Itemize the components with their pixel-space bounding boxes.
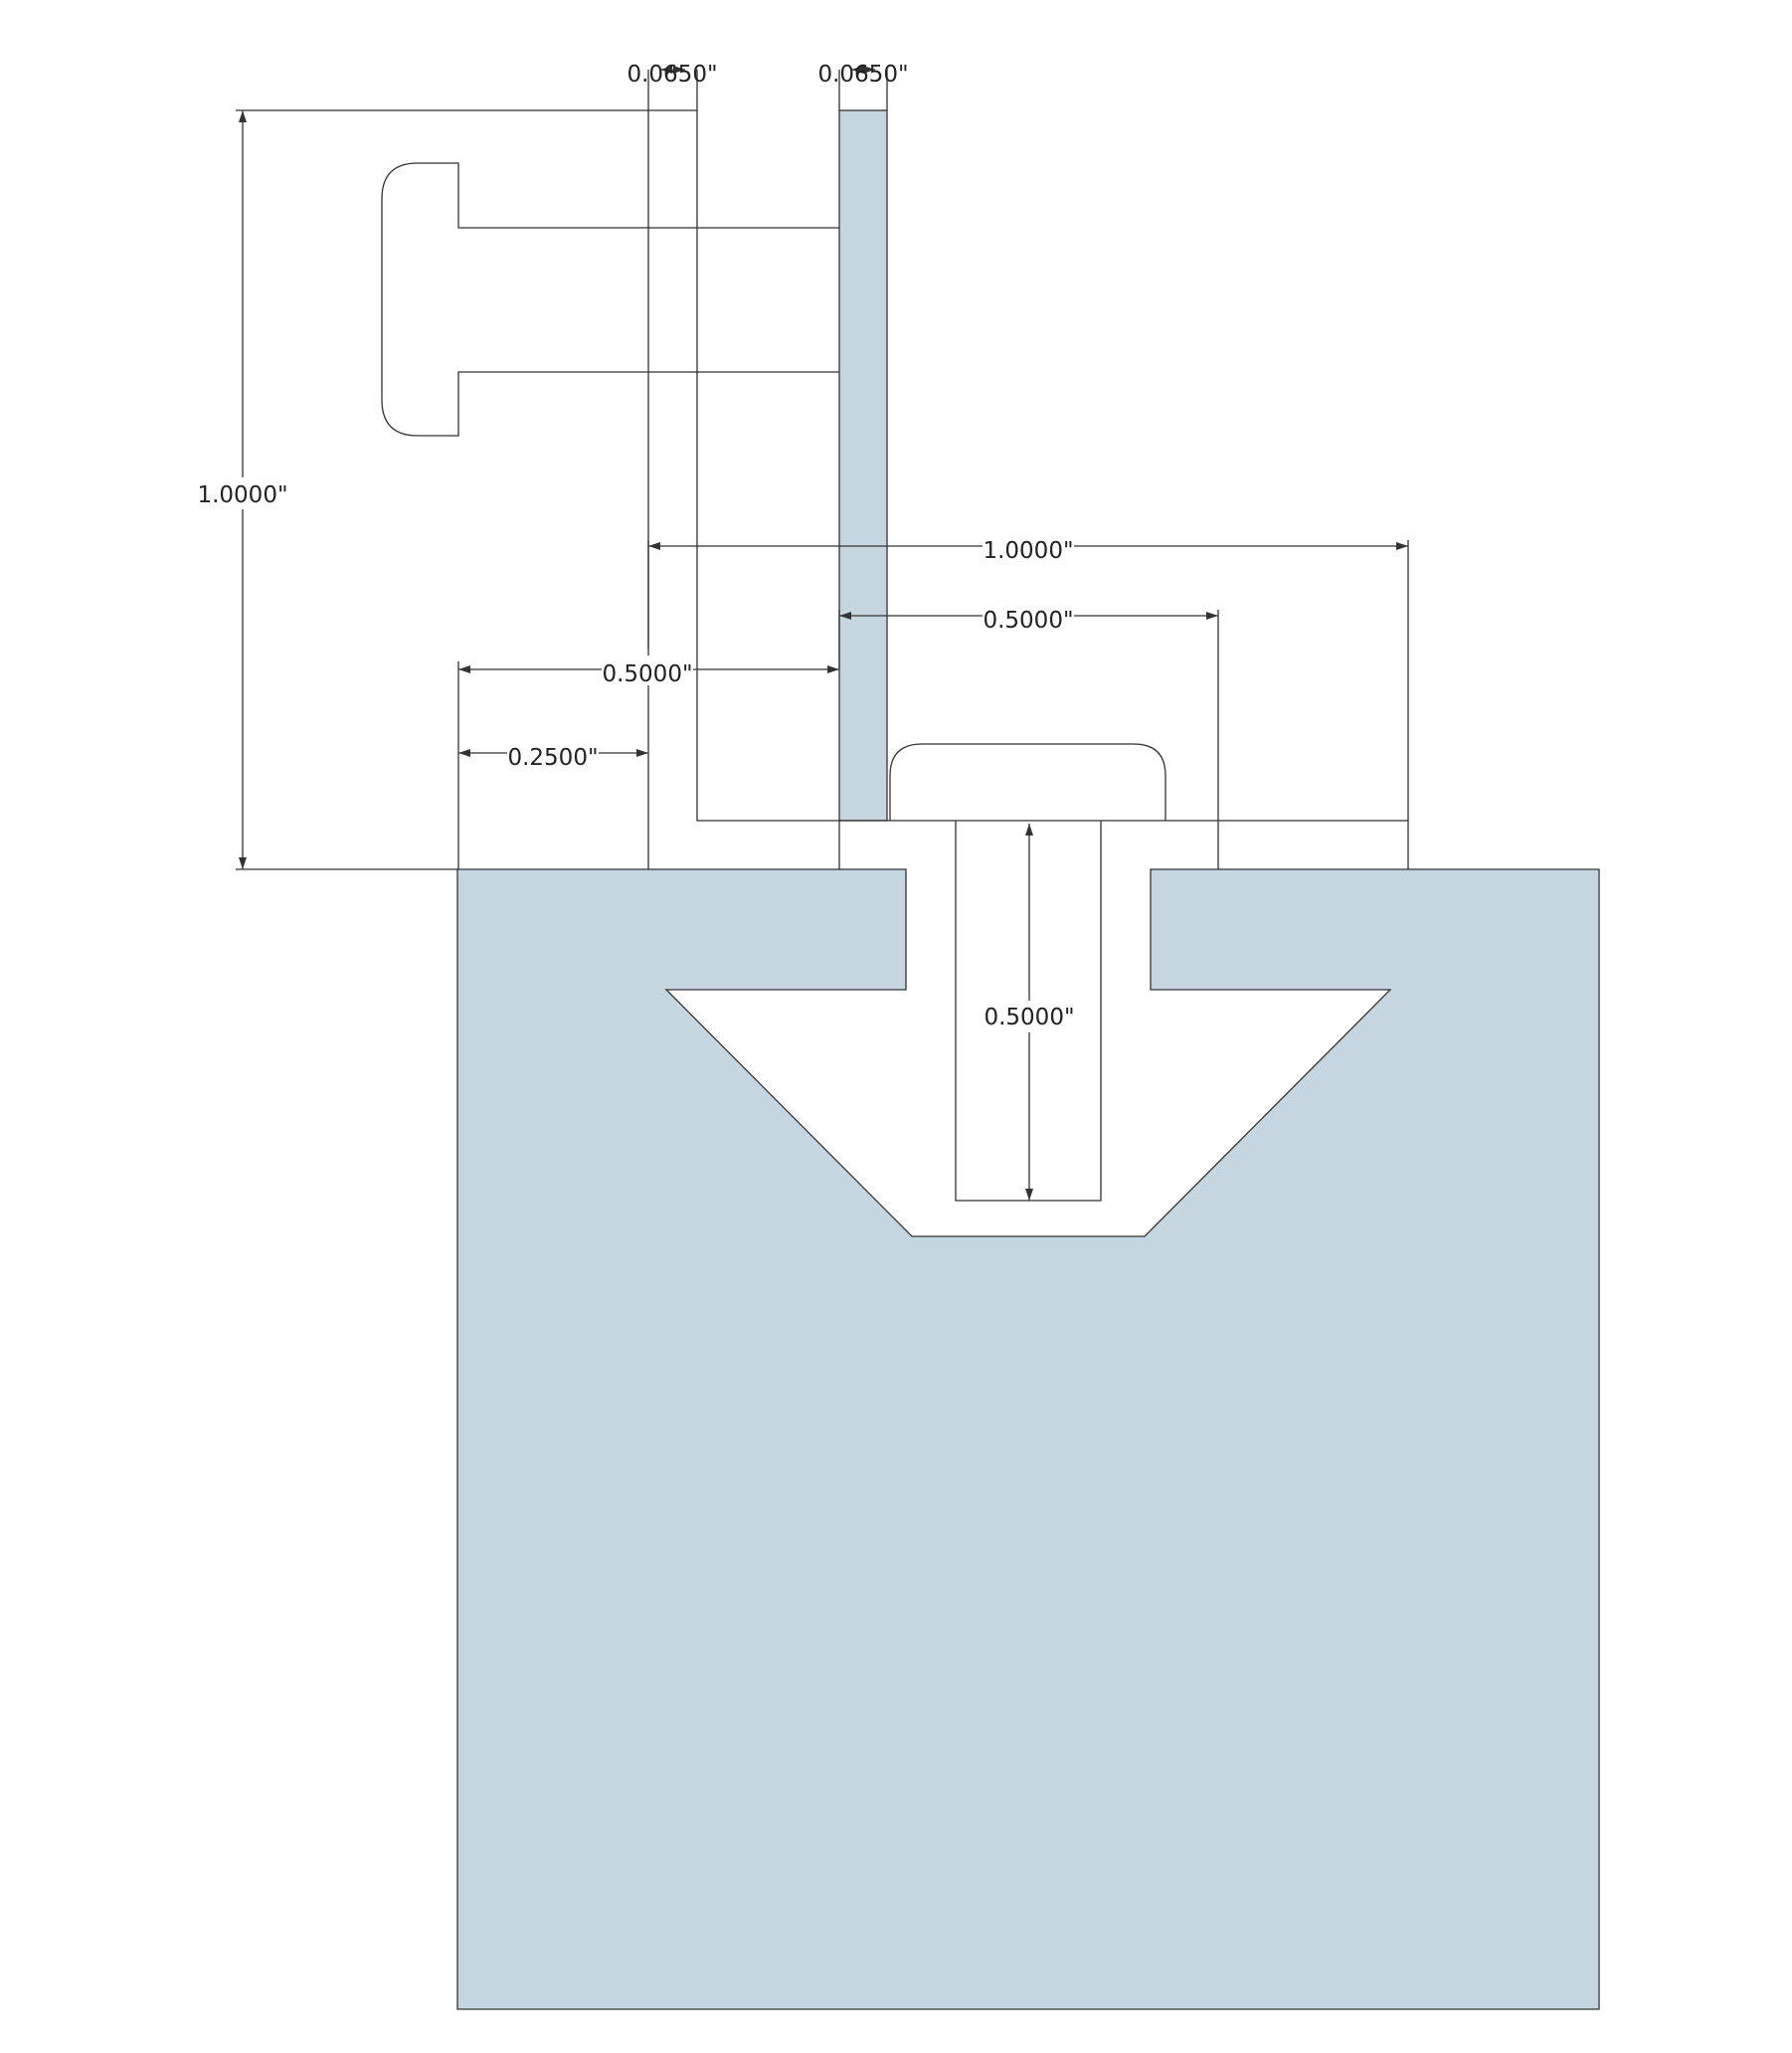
dim-text-top-left: 0.0650"	[627, 62, 717, 88]
dim-text-right-offset: 0.5000"	[983, 608, 1073, 634]
bottom-t-bolt-head	[889, 743, 1166, 821]
dim-text-width: 1.0000"	[983, 538, 1073, 564]
bottom-t-bolt-shank	[955, 821, 1102, 1202]
dim-text-left-offset: 0.5000"	[602, 661, 692, 687]
dim-text-top-right: 0.0650"	[817, 62, 908, 88]
base-block	[456, 868, 1600, 2010]
dim-text-small-offset: 0.2500"	[507, 745, 598, 771]
dim-text-height: 1.0000"	[197, 482, 287, 508]
horizontal-flange	[838, 820, 1409, 869]
left-t-bolt	[381, 162, 839, 437]
angle-outline	[648, 109, 839, 822]
dim-text-slot-depth: 0.5000"	[984, 1005, 1074, 1030]
vertical-plate	[838, 109, 888, 822]
